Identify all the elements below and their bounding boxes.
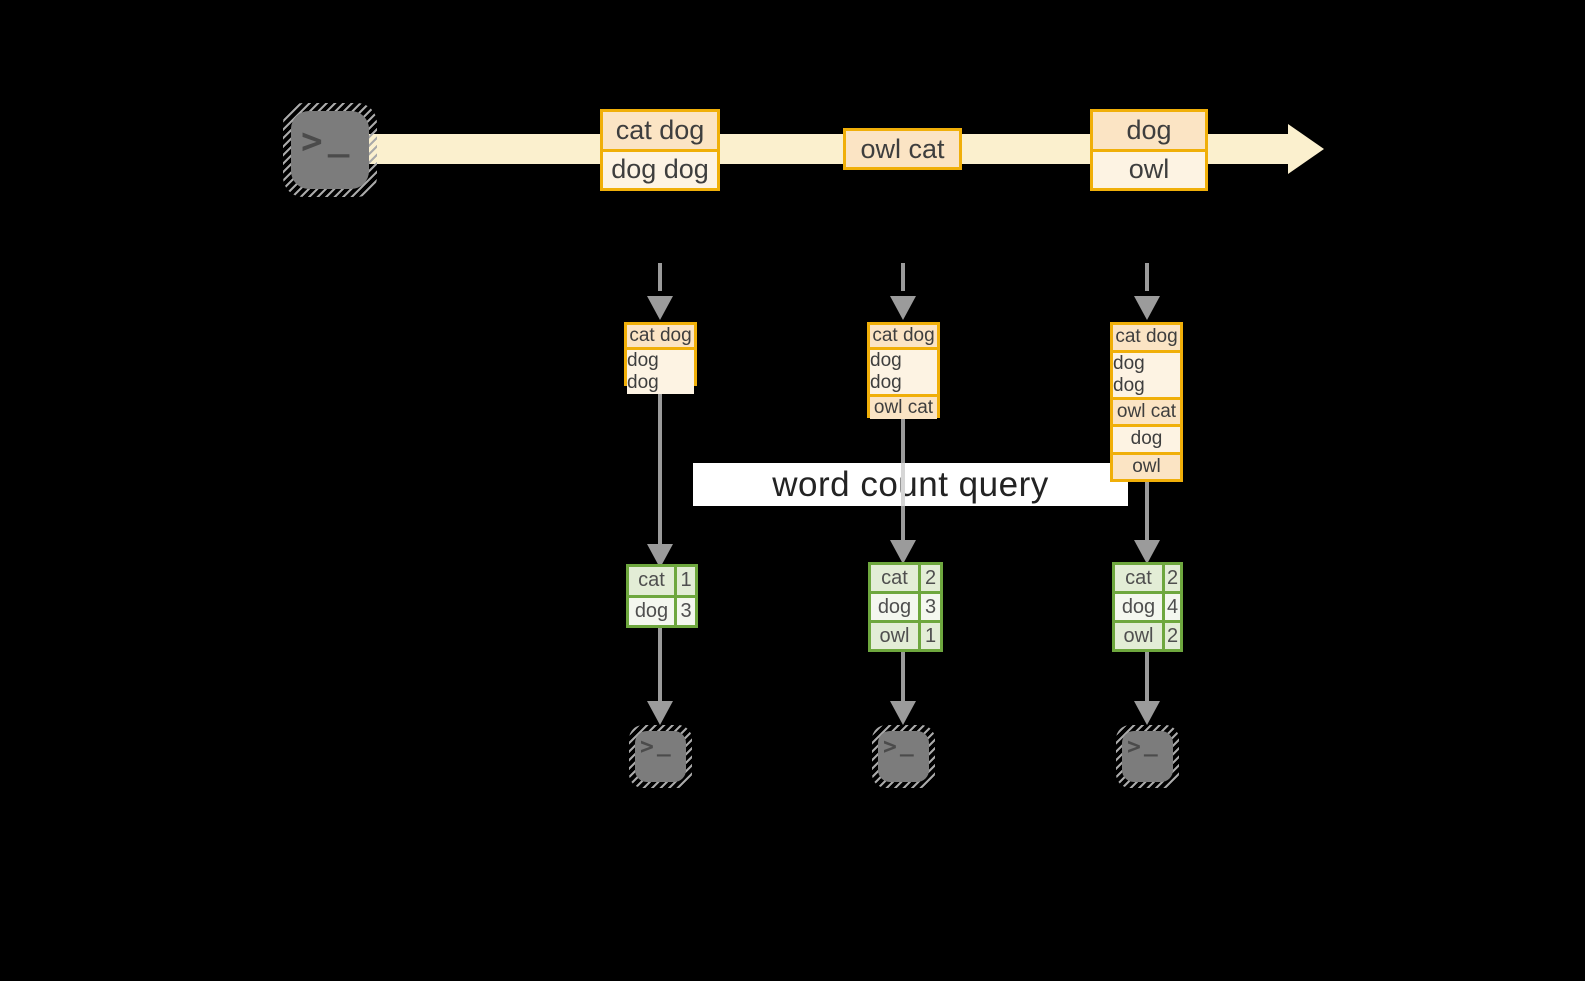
word-cell: dog	[1115, 594, 1162, 620]
terminal-prompt-icon: >_	[1127, 731, 1158, 760]
stream-arrowhead-icon	[1288, 124, 1324, 174]
source-terminal-icon: >_	[283, 103, 377, 197]
count-cell: 1	[677, 567, 695, 595]
word-cell: dog	[871, 594, 918, 620]
terminal-screen	[878, 731, 929, 782]
connector-line	[901, 652, 905, 704]
terminal-prompt-icon: >_	[640, 731, 671, 760]
message-stack-2: cat dog dog dog owl cat	[867, 322, 940, 419]
consumer-terminal-icon-1: >_	[629, 725, 692, 788]
stack-row: cat dog	[627, 325, 694, 347]
consumer-terminal-icon-2: >_	[872, 725, 935, 788]
word-cell: cat	[1115, 565, 1162, 591]
count-cell: 3	[921, 594, 940, 620]
arrow-down-icon	[647, 701, 673, 725]
message-stack-3: cat dog dog dog owl cat dog owl	[1110, 322, 1183, 482]
connector-line	[658, 386, 662, 544]
stack-row: dog dog	[1113, 349, 1180, 397]
stream-message-box-1: cat dog dog dog	[600, 109, 720, 191]
arrow-down-icon	[1134, 540, 1160, 564]
stream-message-box-3: dog owl	[1090, 109, 1208, 191]
word-cell: owl	[871, 623, 918, 649]
message-row: dog dog	[603, 148, 717, 188]
stack-row: owl cat	[1113, 396, 1180, 424]
count-table-3: cat 2 dog 4 owl 2	[1112, 562, 1183, 652]
banner-label: word count query	[772, 464, 1049, 504]
stack-row: owl cat	[870, 394, 937, 419]
terminal-screen	[635, 731, 686, 782]
connector-line-over-banner	[901, 463, 905, 506]
message-stack-1: cat dog dog dog	[624, 322, 697, 394]
message-row: owl cat	[846, 131, 959, 167]
arrow-down-icon	[1134, 701, 1160, 725]
dashed-arrow-line	[901, 263, 905, 291]
word-cell: cat	[629, 567, 674, 595]
consumer-terminal-icon-3: >_	[1116, 725, 1179, 788]
terminal-screen	[291, 111, 369, 189]
count-table-2: cat 2 dog 3 owl 1	[868, 562, 943, 652]
stack-row: owl	[1113, 451, 1180, 479]
terminal-prompt-icon: >_	[301, 117, 349, 162]
count-table-1: cat 1 dog 3	[626, 564, 698, 628]
terminal-prompt-icon: >_	[883, 731, 914, 760]
arrow-down-icon	[647, 296, 673, 320]
count-cell: 2	[1165, 623, 1180, 649]
word-cell: cat	[871, 565, 918, 591]
stack-row: cat dog	[870, 325, 937, 347]
connector-line	[1145, 482, 1149, 540]
arrow-down-icon	[890, 701, 916, 725]
count-cell: 1	[921, 623, 940, 649]
count-cell: 2	[921, 565, 940, 591]
arrow-down-icon	[1134, 296, 1160, 320]
dashed-arrow-line	[1145, 263, 1149, 291]
word-cell: owl	[1115, 623, 1162, 649]
stream-message-box-2: owl cat	[843, 128, 962, 170]
message-row: owl	[1093, 148, 1205, 188]
stack-row: dog dog	[870, 347, 937, 394]
dashed-arrow-line	[658, 263, 662, 291]
arrow-down-icon	[890, 540, 916, 564]
terminal-screen	[1122, 731, 1173, 782]
message-row: cat dog	[603, 112, 717, 149]
stack-row: dog	[1113, 424, 1180, 452]
count-cell: 3	[677, 597, 695, 625]
stack-row: cat dog	[1113, 325, 1180, 350]
connector-line	[658, 628, 662, 704]
arrow-down-icon	[890, 296, 916, 320]
word-count-query-banner: word count query	[693, 463, 1128, 506]
count-cell: 2	[1165, 565, 1180, 591]
word-cell: dog	[629, 597, 674, 625]
count-cell: 4	[1165, 594, 1180, 620]
connector-line	[1145, 652, 1149, 704]
message-row: dog	[1093, 112, 1205, 149]
stack-row: dog dog	[627, 347, 694, 394]
